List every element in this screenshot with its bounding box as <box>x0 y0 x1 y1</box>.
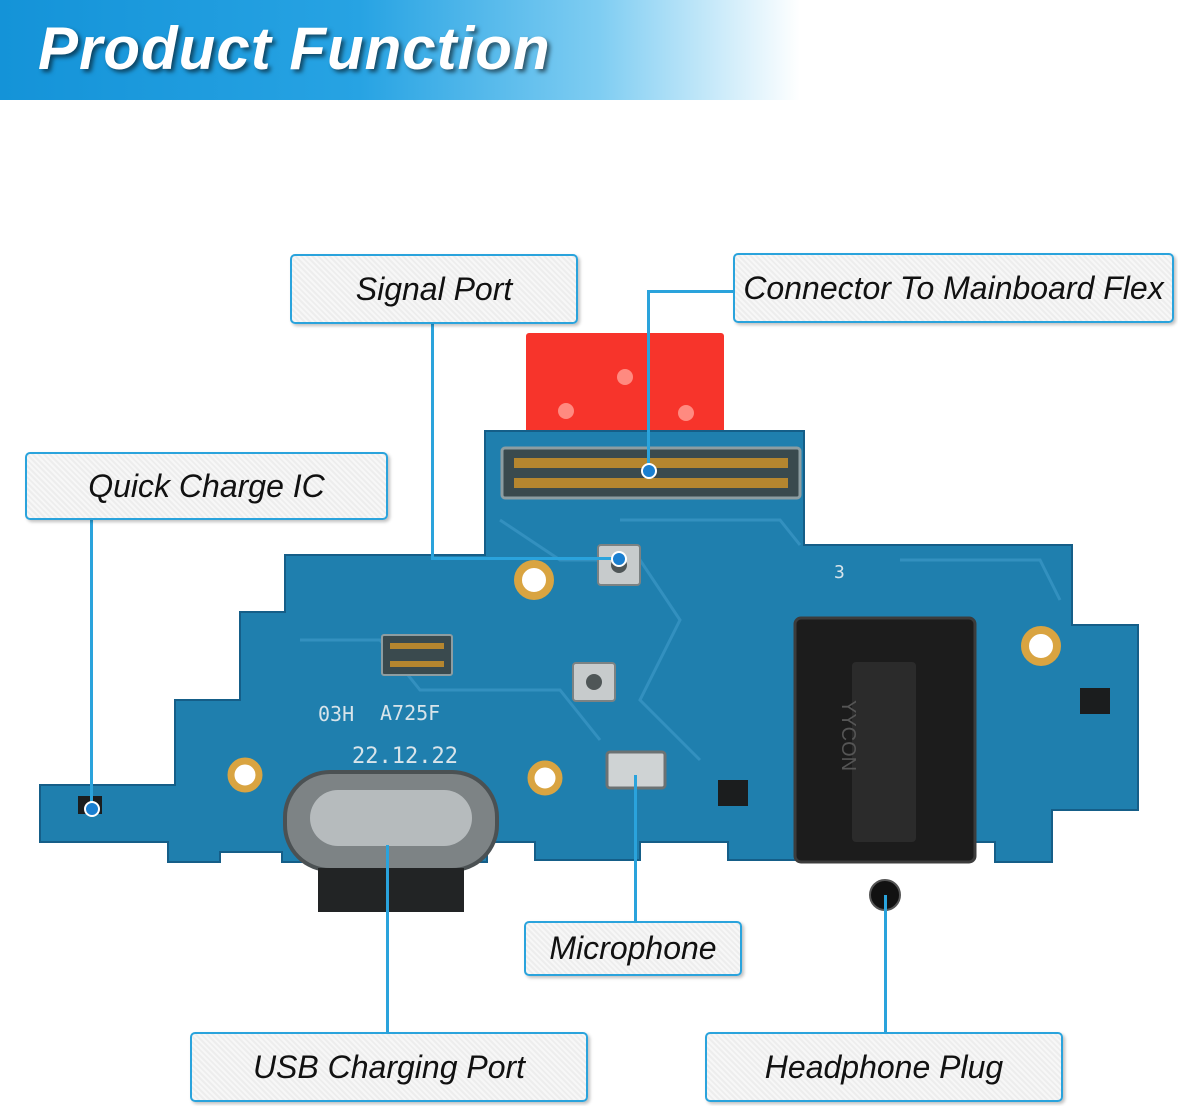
silkscreen-mark: 3 <box>834 562 845 583</box>
connector-callout-dot <box>641 463 657 479</box>
connector-callout-line <box>647 290 735 293</box>
label-headphone-plug: Headphone Plug <box>705 1032 1063 1102</box>
label-usb-charging-port: USB Charging Port <box>190 1032 588 1102</box>
header-banner: Product Function <box>0 0 800 100</box>
label-signal-port: Signal Port <box>290 254 578 324</box>
silkscreen-code: 03H <box>318 702 354 726</box>
pcb-trace <box>620 518 802 546</box>
flex-tab-hole <box>617 369 633 385</box>
label-connector-mainboard-flex: Connector To Mainboard Flex <box>733 253 1174 323</box>
mounting-hole <box>514 560 554 600</box>
ic-chip <box>1080 688 1110 714</box>
signal-port-callout-dot <box>611 551 627 567</box>
mounting-hole <box>527 760 563 796</box>
silkscreen-date: 22.12.22 <box>352 744 458 769</box>
jack-text: YYCON <box>837 700 859 771</box>
quick-charge-callout-dot <box>84 801 100 817</box>
page-title: Product Function <box>38 15 551 82</box>
flex-tab-hole <box>678 405 694 421</box>
fpc-connector <box>381 634 453 676</box>
signal-port-callout-line <box>431 322 434 560</box>
usb-c-inner <box>310 790 472 846</box>
fpc-pins <box>390 661 444 667</box>
headphone-jack-face <box>852 662 916 842</box>
headphone-callout-line <box>884 895 887 1032</box>
pcb-trace <box>499 518 702 762</box>
usb-c-pins <box>318 868 464 912</box>
fpc-pins <box>390 643 444 649</box>
signal-port-callout-line <box>431 557 621 560</box>
quick-charge-callout-line <box>90 518 93 808</box>
microphone-callout-line <box>634 775 637 923</box>
ic-chip <box>718 780 748 806</box>
silkscreen-model: A725F <box>380 701 440 725</box>
mounting-hole <box>227 757 263 793</box>
coax-port-2-center <box>586 674 602 690</box>
label-microphone: Microphone <box>524 921 742 976</box>
label-quick-charge-ic: Quick Charge IC <box>25 452 388 520</box>
connector-callout-line <box>647 290 650 470</box>
flex-tab-hole <box>558 403 574 419</box>
mounting-hole <box>1021 626 1061 666</box>
pcb-trace <box>300 638 602 741</box>
pcb-trace <box>900 558 1062 601</box>
connector-pins <box>514 478 788 488</box>
usb-callout-line <box>386 845 389 1032</box>
